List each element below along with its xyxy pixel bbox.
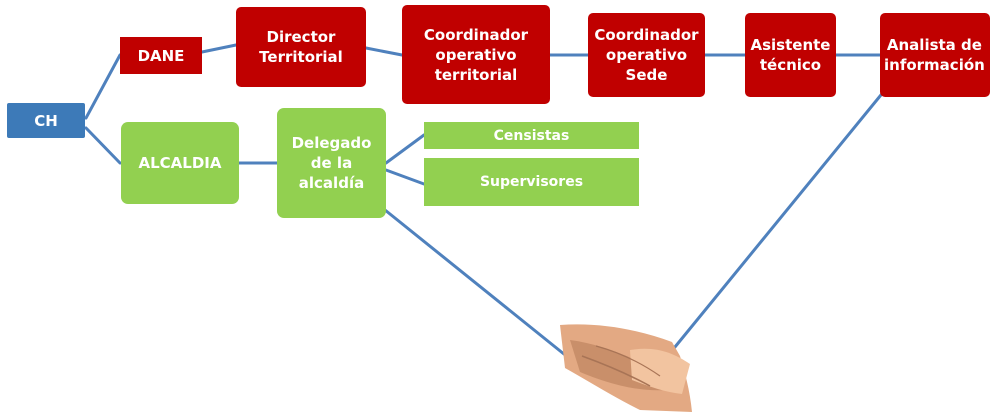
node-delegado-alcaldia: Delegado de la alcaldía — [277, 108, 386, 218]
connector-ch-dane — [84, 53, 122, 120]
connector-delegado-censistas — [384, 133, 426, 165]
node-supervisores: Supervisores — [424, 158, 639, 206]
connector-dane-director — [200, 43, 238, 54]
node-coordinador-operativo-territorial: Coordinador operativo territorial — [402, 5, 550, 104]
connector-delegado-supervisores — [384, 168, 426, 186]
handshake-icon — [560, 324, 692, 412]
node-asistente-tecnico: Asistente técnico — [745, 13, 836, 97]
connector-director-coord-territorial — [364, 46, 404, 57]
node-censistas: Censistas — [424, 122, 639, 149]
node-coordinador-operativo-sede: Coordinador operativo Sede — [588, 13, 705, 97]
node-director-territorial: Director Territorial — [236, 7, 366, 87]
node-dane: DANE — [120, 37, 202, 74]
node-ch: CH — [7, 103, 85, 138]
connector-delegado-handshake — [383, 208, 592, 377]
connector-analista-handshake — [646, 88, 887, 382]
node-alcaldia: ALCALDIA — [121, 122, 239, 204]
connector-ch-alcaldia — [84, 126, 122, 165]
node-analista-de-informacion: Analista de información — [880, 13, 990, 97]
